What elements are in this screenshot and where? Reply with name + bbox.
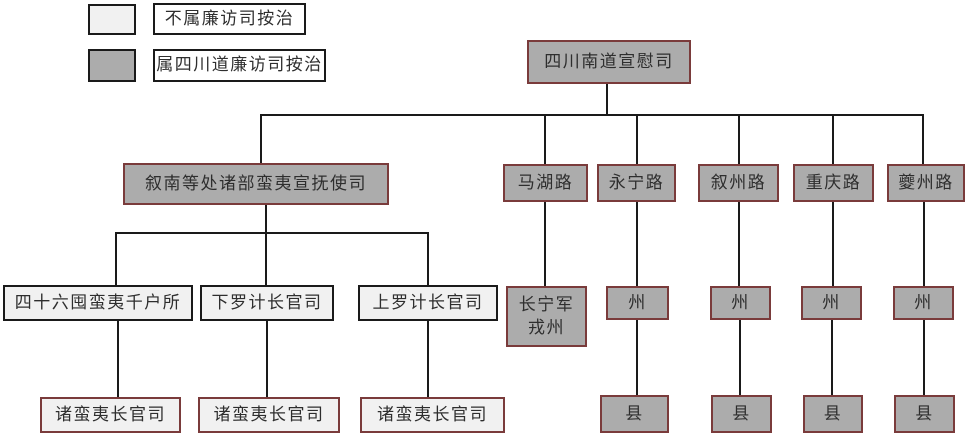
connector-zhou3-down — [831, 319, 833, 396]
connector-xuzhou-down — [738, 201, 740, 286]
node-xian-2: 县 — [711, 395, 772, 433]
node-sichuan-nandao-xuanweisi: 四川南道宣慰司 — [527, 40, 691, 84]
connector-chongqing-down — [832, 201, 834, 286]
connector-zhou2-down — [739, 319, 741, 396]
node-changningjun-line1: 长宁军 — [518, 295, 575, 315]
connector-drop-xuanfusi — [260, 114, 262, 164]
connector-yongning-down — [636, 201, 638, 286]
node-changningjun-line2: 戎州 — [528, 317, 565, 337]
connector-left-horizontal — [115, 232, 429, 234]
connector-drop-shangluoji — [427, 232, 429, 285]
connector-drop-xialuoji — [265, 232, 267, 285]
node-zhou-1: 州 — [606, 286, 669, 320]
node-zhou-4: 州 — [893, 286, 954, 320]
node-mahu-lu: 马湖路 — [503, 164, 588, 202]
node-zhumanyi-zhangguansi-2: 诸蛮夷长官司 — [198, 397, 340, 433]
connector-zhou4-down — [923, 319, 925, 396]
node-xialuoji-zhangguansi: 下罗计长官司 — [200, 285, 334, 321]
node-changningjun-rongzhou: 长宁军 戎州 — [506, 286, 587, 347]
node-sishiliutun-qianhusuo: 四十六囤蛮夷千户所 — [3, 285, 193, 321]
connector-shangluoji-down — [427, 320, 429, 397]
connector-drop-mahu — [544, 114, 546, 165]
node-xunan-xuanfushisi: 叙南等处诸部蛮夷宣抚使司 — [123, 163, 389, 205]
connector-kuizhou-down — [923, 201, 925, 286]
node-kuizhou-lu: 夔州路 — [887, 164, 965, 202]
node-chongqing-lu: 重庆路 — [793, 164, 874, 202]
connector-tun46-down — [117, 320, 119, 397]
connector-drop-yongning — [636, 114, 638, 165]
connector-zhou1-down — [636, 319, 638, 396]
connector-drop-chongqing — [832, 114, 834, 165]
node-xian-1: 县 — [600, 395, 669, 433]
connector-root-down — [606, 83, 608, 116]
legend-label-light: 不属廉访司按治 — [153, 3, 306, 35]
node-zhumanyi-zhangguansi-1: 诸蛮夷长官司 — [40, 397, 181, 433]
connector-mahu-down — [544, 201, 546, 286]
connector-xialuoji-down — [266, 320, 268, 397]
connector-drop-kuizhou — [922, 114, 924, 165]
node-xuzhou-lu: 叙州路 — [698, 164, 779, 202]
connector-xuanfusi-down — [265, 205, 267, 234]
node-shangluoji-zhangguansi: 上罗计长官司 — [358, 285, 498, 321]
legend-label-dark: 属四川道廉访司按治 — [153, 49, 326, 82]
legend-swatch-dark — [88, 49, 136, 82]
legend-swatch-light — [88, 4, 136, 35]
node-zhou-2: 州 — [710, 286, 771, 320]
node-xian-4: 县 — [894, 395, 955, 433]
node-xian-3: 县 — [803, 395, 863, 433]
connector-main-horizontal — [261, 114, 924, 116]
node-yongning-lu: 永宁路 — [597, 164, 676, 202]
node-zhou-3: 州 — [801, 286, 862, 320]
connector-drop-xuzhou — [738, 114, 740, 165]
connector-drop-tun46 — [115, 232, 117, 285]
node-zhumanyi-zhangguansi-3: 诸蛮夷长官司 — [360, 397, 505, 433]
